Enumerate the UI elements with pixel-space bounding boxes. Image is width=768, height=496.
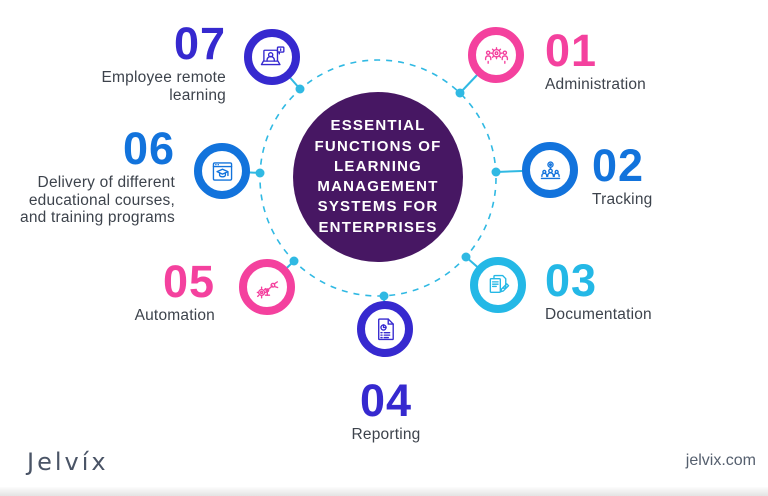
item-course-delivery: 06 Delivery of different educational cou… [5,123,175,227]
item-automation-number: 05 [162,256,215,307]
item-administration-number: 01 [545,25,598,76]
item-tracking-label: Tracking [592,190,653,208]
item-course-delivery-label: Delivery of different educational course… [20,173,175,227]
reporting-chart-document-icon [377,317,394,340]
dashed-orbit-circle [259,59,497,297]
automation-robot-arm-icon [256,280,278,299]
bottom-shadow-strip [0,487,768,496]
item-reporting-number: 04 [359,375,413,426]
infographic-title: ESSENTIAL FUNCTIONS OF LEARNING MANAGEME… [314,117,442,236]
course-delivery-browser-icon [212,161,232,181]
jelvix-logo: Jelvíx [27,448,109,476]
item-tracking: 02 Tracking [592,140,732,209]
remote-learning-laptop-icon [260,45,285,65]
automation-icon-badge [239,259,295,315]
item-administration: 01 Administration [545,25,725,94]
documentation-icon-badge [470,257,526,313]
item-remote-learning-number: 07 [173,18,226,69]
item-documentation: 03 Documentation [545,255,715,324]
connector-dots [255,84,501,301]
administration-icon-badge [468,27,524,83]
course-delivery-icon-badge [194,143,250,199]
item-reporting: 04 Reporting [306,375,466,444]
item-remote-learning: 07 Employee remote learning [56,18,226,104]
item-automation-label: Automation [134,306,215,324]
item-automation: 05 Automation [65,256,215,325]
item-documentation-label: Documentation [545,305,652,323]
documentation-pencil-icon [489,274,509,293]
item-course-delivery-number: 06 [122,123,175,174]
remote-learning-icon-badge [244,29,300,85]
administration-gear-people-icon [484,46,508,64]
item-administration-label: Administration [545,75,647,93]
item-reporting-label: Reporting [351,425,421,443]
item-remote-learning-label: Employee remote learning [101,68,226,104]
reporting-icon-badge [357,301,413,357]
item-tracking-number: 02 [592,140,645,191]
center-circle: ESSENTIAL FUNCTIONS OF LEARNING MANAGEME… [293,92,463,262]
item-documentation-number: 03 [545,255,598,306]
tracking-icon-badge [522,142,578,198]
website-url: jelvix.com [685,452,756,469]
tracking-people-pin-icon [540,160,560,179]
